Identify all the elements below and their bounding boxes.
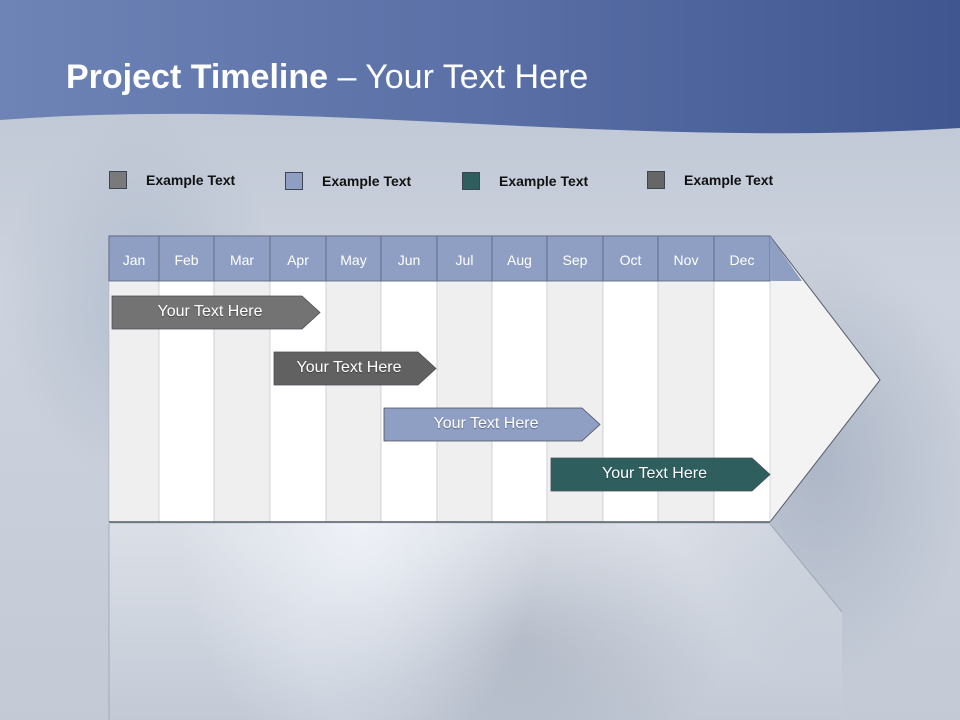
month-label: Dec bbox=[730, 252, 755, 268]
task-bar-label: Your Text Here bbox=[296, 359, 402, 376]
task-bar-label: Your Text Here bbox=[433, 415, 539, 432]
legend-item: Example Text bbox=[285, 171, 411, 191]
month-label: Aug bbox=[507, 252, 532, 268]
month-header-cell bbox=[546, 235, 604, 282]
month-label: Mar bbox=[230, 252, 254, 268]
task-bar bbox=[273, 351, 437, 386]
task-bar bbox=[111, 295, 321, 330]
month-label: Jan bbox=[123, 252, 146, 268]
month-label: Jul bbox=[456, 252, 474, 268]
month-header-cell bbox=[491, 235, 548, 282]
page-title: Project Timeline – Your Text Here bbox=[66, 58, 588, 97]
month-header-cell bbox=[213, 235, 271, 282]
legend-swatch bbox=[462, 172, 480, 190]
legend-swatch bbox=[647, 171, 665, 189]
title-bold: Project Timeline bbox=[66, 58, 329, 96]
month-header-cell bbox=[713, 235, 771, 282]
legend-item: Example Text bbox=[647, 170, 773, 190]
legend-swatch bbox=[109, 171, 127, 189]
month-label: Jun bbox=[398, 252, 421, 268]
month-label: Feb bbox=[174, 252, 198, 268]
month-column bbox=[380, 280, 438, 523]
month-header-cell bbox=[108, 235, 160, 282]
month-header-cell bbox=[657, 235, 715, 282]
header-banner bbox=[0, 0, 960, 134]
month-label: Oct bbox=[620, 252, 642, 268]
month-column bbox=[436, 280, 493, 523]
month-label: Nov bbox=[674, 252, 699, 268]
legend-item: Example Text bbox=[109, 170, 235, 190]
month-header-cell bbox=[602, 235, 659, 282]
month-header-cell bbox=[158, 235, 215, 282]
month-label: Apr bbox=[287, 252, 309, 268]
legend-item: Example Text bbox=[462, 171, 588, 191]
task-bar bbox=[383, 407, 601, 442]
task-bar-label: Your Text Here bbox=[157, 303, 263, 320]
title-rest: – Your Text Here bbox=[328, 58, 589, 96]
month-column bbox=[325, 280, 382, 523]
month-header-cell bbox=[325, 235, 382, 282]
month-header-cell bbox=[269, 235, 327, 282]
month-header-cell bbox=[380, 235, 438, 282]
month-label: Sep bbox=[563, 252, 588, 268]
legend-swatch bbox=[285, 172, 303, 190]
legend-label: Example Text bbox=[322, 173, 412, 189]
month-label: May bbox=[340, 252, 366, 268]
task-bar-label: Your Text Here bbox=[602, 465, 707, 482]
task-bar bbox=[550, 457, 771, 492]
legend-label: Example Text bbox=[684, 172, 774, 188]
month-column bbox=[491, 280, 548, 523]
legend-label: Example Text bbox=[499, 173, 589, 189]
legend-label: Example Text bbox=[146, 172, 236, 188]
